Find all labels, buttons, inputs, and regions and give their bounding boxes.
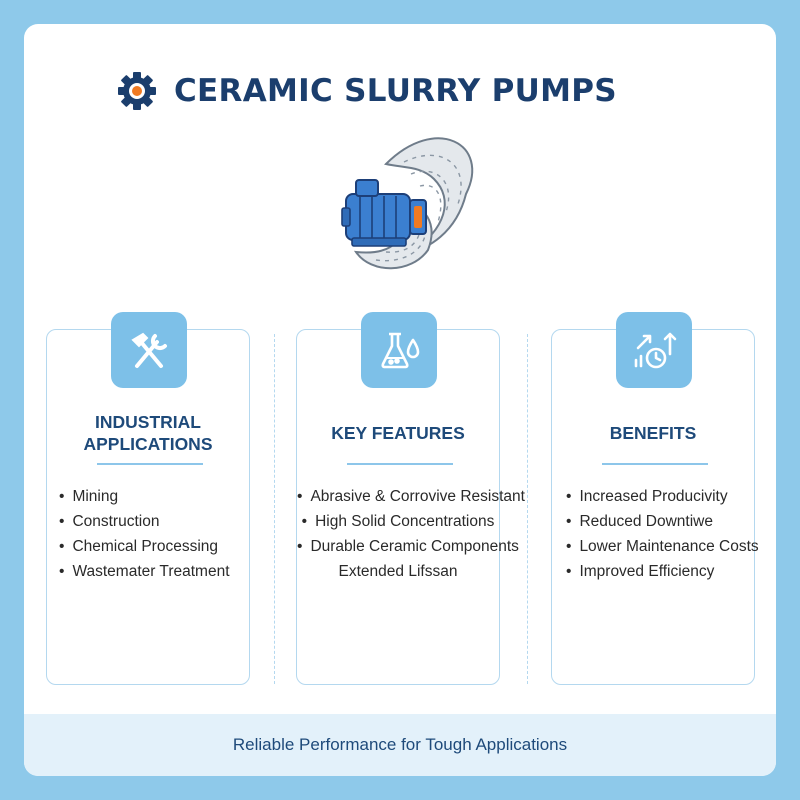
list-item: •Increased Producivity [566, 488, 728, 505]
key-features-panel: KEY FEATURES •Abrasive & Corrovive Resis… [296, 312, 525, 685]
industrial-applications-list: •Mining •Construction •Chemical Processi… [47, 484, 249, 584]
industrial-applications-heading: INDUSTRIAL APPLICATIONS [83, 412, 213, 454]
footer-banner: Reliable Performance for Tough Applicati… [24, 714, 776, 776]
heading-divider [97, 463, 203, 465]
list-item: •Durable Ceramic Components [297, 538, 519, 555]
key-features-list: •Abrasive & Corrovive Resistant •High So… [297, 484, 525, 584]
list-item: •Lower Maintenance Costs [566, 538, 759, 555]
benefits-list: •Increased Producivity •Reduced Downtiwe… [552, 484, 759, 584]
key-features-heading: KEY FEATURES [331, 423, 465, 443]
list-item: •Construction [59, 513, 160, 530]
list-item: •Extended Lifssan [338, 563, 458, 580]
column-divider [527, 334, 528, 684]
gear-icon [118, 72, 156, 110]
infographic-card: CERAMIC SLURRY PUMPS [24, 24, 776, 776]
heading-divider [602, 463, 708, 465]
column-divider [274, 334, 275, 684]
list-item: •High Solid Concentrations [301, 513, 495, 530]
slurry-pump-illustration [341, 137, 474, 270]
flask-droplet-icon [361, 312, 437, 388]
benefits-heading: BENEFITS [609, 423, 697, 443]
footer-tagline: Reliable Performance for Tough Applicati… [232, 735, 568, 754]
list-item: •Mining [59, 488, 119, 505]
list-item: •Improved Efficiency [566, 563, 715, 580]
title-row: CERAMIC SLURRY PUMPS [116, 66, 617, 116]
heading-divider [347, 463, 453, 465]
industrial-applications-panel: INDUSTRIAL APPLICATIONS •Mining •Constru… [46, 312, 250, 685]
benefits-panel: BENEFITS •Increased Producivity •Reduced… [551, 312, 759, 685]
list-item: •Reduced Downtiwe [566, 513, 713, 530]
page-title: CERAMIC SLURRY PUMPS [174, 73, 617, 109]
growth-clock-icon [616, 312, 692, 388]
list-item: •Abrasive & Corrovive Resistant [297, 488, 525, 505]
hammer-wrench-icon [111, 312, 187, 388]
list-item: •Chemical Processing [59, 538, 219, 555]
list-item: •Wastemater Treatment [59, 563, 230, 580]
